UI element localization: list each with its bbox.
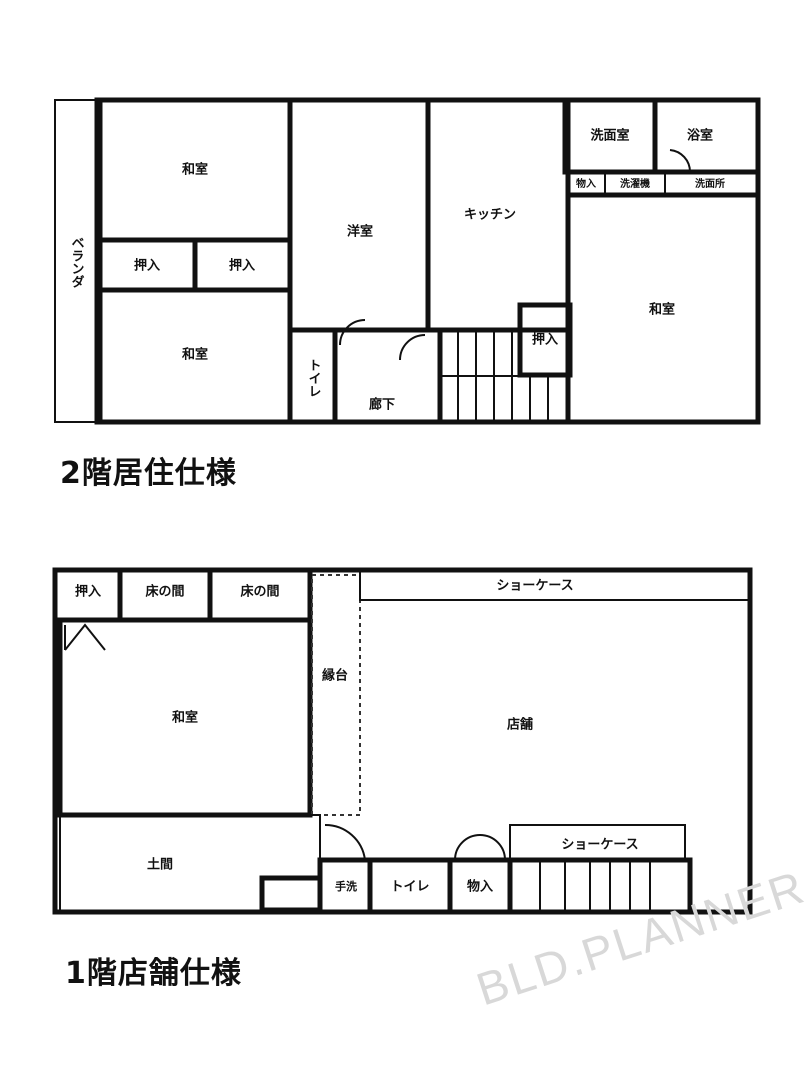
- room-washitsu-r: [565, 192, 761, 425]
- door-swing-icon: [454, 833, 506, 861]
- label-strip: 洗面所: [695, 177, 725, 190]
- floor1-plan: [52, 567, 753, 915]
- label-kitchen: キッチン: [464, 208, 516, 223]
- door-swing-icon: [64, 623, 106, 651]
- label-doma: 土間: [147, 857, 173, 873]
- label-veranda: ベランダ: [69, 236, 85, 288]
- label-tenpo: 店舗: [507, 717, 533, 733]
- floor2-title: 2階居住仕様: [60, 456, 237, 491]
- label-monoire: 物入: [576, 177, 596, 190]
- label-oshiire: 押入: [134, 258, 160, 274]
- label-yokushitsu: 浴室: [687, 128, 713, 144]
- door-swing-icon: [399, 334, 426, 361]
- label-washitsu: 和室: [182, 347, 208, 363]
- label-rouka: 廊下: [369, 397, 395, 413]
- label-monoire: 物入: [467, 879, 493, 895]
- label-tokonoma: 床の間: [240, 584, 279, 600]
- floor1-title: 1階店舗仕様: [65, 956, 242, 991]
- label-toilet: トイレ: [390, 880, 429, 895]
- door-swing-icon: [339, 319, 366, 346]
- floor2-plan: [54, 97, 761, 425]
- showcase-bottom: [509, 824, 686, 861]
- entrance-step: [259, 875, 323, 913]
- storage-strip: [565, 169, 761, 198]
- label-endai: 縁台: [322, 668, 348, 684]
- label-tearai: 手洗: [335, 879, 357, 893]
- label-washitsu: 和室: [172, 710, 198, 726]
- door-swing-icon: [669, 149, 692, 173]
- room-youshitsu: [287, 97, 431, 333]
- label-toilet: トイレ: [306, 359, 322, 398]
- label-showcase: ショーケース: [561, 838, 638, 853]
- label-tokonoma: 床の間: [145, 584, 184, 600]
- room-doma: [59, 814, 321, 913]
- showcase-top: [359, 569, 751, 601]
- room-endai: [311, 574, 361, 816]
- door-swing-icon: [324, 823, 366, 861]
- label-senmen: 洗面室: [590, 128, 629, 144]
- label-washitsu: 和室: [649, 302, 675, 318]
- label-oshiire: 押入: [532, 332, 558, 348]
- label-washitsu: 和室: [182, 162, 208, 178]
- label-oshiire: 押入: [75, 584, 101, 600]
- label-oshiire: 押入: [229, 258, 255, 274]
- label-strip: 洗濯機: [620, 177, 650, 190]
- label-youshitsu: 洋室: [347, 224, 373, 240]
- label-showcase: ショーケース: [496, 579, 573, 594]
